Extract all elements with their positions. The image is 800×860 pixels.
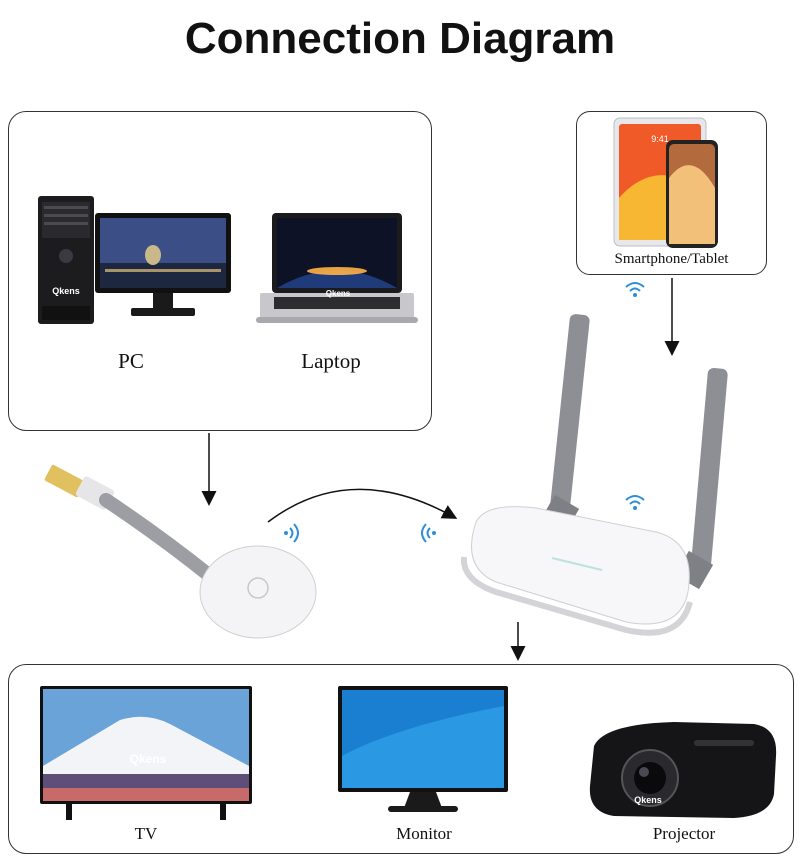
receiver-icon — [460, 314, 728, 636]
signal-icon-transmitter — [284, 523, 299, 543]
wifi-icon-mobile — [625, 282, 645, 297]
tablet-time-text: 9:41 — [651, 134, 669, 144]
tablet-phone-icon — [613, 117, 718, 248]
tv-brand-text: Qkens — [129, 752, 167, 766]
pc-monitor-icon — [95, 213, 231, 316]
laptop-label: Laptop — [301, 349, 361, 373]
monitor-icon — [338, 686, 508, 812]
wifi-icon-receiver — [625, 495, 645, 510]
pc-tower-icon — [38, 196, 94, 324]
tv-icon — [40, 686, 252, 820]
laptop-brand-text: Qkens — [325, 289, 351, 298]
laptop-icon — [256, 213, 418, 323]
signal-icon-incoming — [421, 523, 436, 543]
projector-brand-text: Qkens — [634, 795, 662, 805]
arrow-dongle-to-receiver — [267, 488, 458, 523]
pc-label: PC — [118, 349, 144, 373]
diagram-title: Connection Diagram — [184, 14, 616, 63]
projector-icon — [589, 722, 777, 818]
usb-transmitter-icon — [44, 464, 317, 639]
projector-label: Projector — [652, 824, 716, 843]
mobile-label: Smartphone/Tablet — [614, 251, 729, 267]
monitor-label: Monitor — [396, 824, 452, 843]
pc-brand-text: Qkens — [52, 286, 80, 296]
tv-label: TV — [134, 824, 158, 843]
